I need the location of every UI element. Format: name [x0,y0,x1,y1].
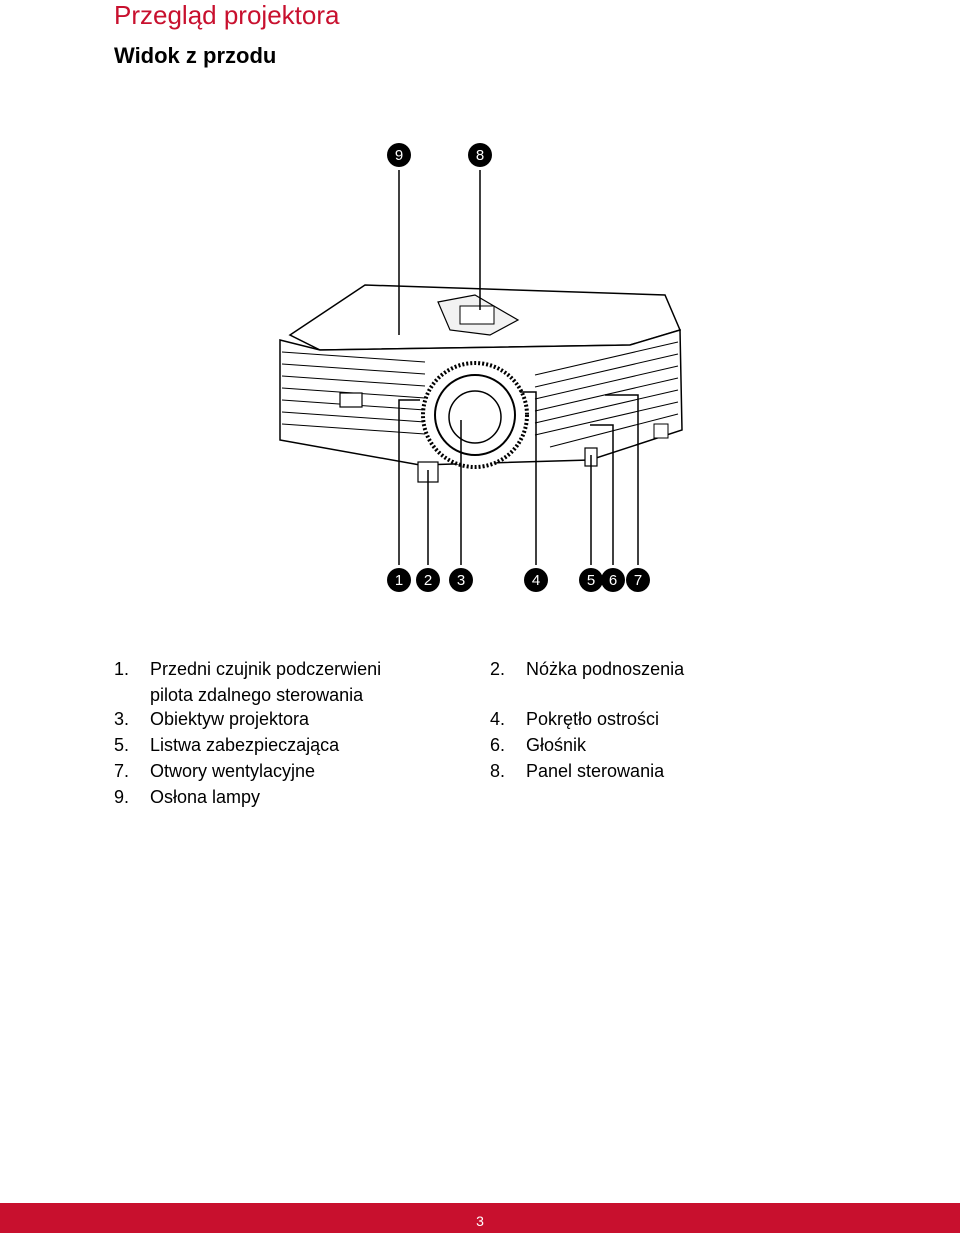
callout-4: 4 [524,568,548,592]
legend-text: Pokrętło ostrości [526,709,660,729]
footer-bar: 3 [0,1203,960,1233]
legend-number: 1. [114,659,130,679]
legend-text: Przedni czujnik podczerwieni [150,659,382,679]
callout-leader-lines [398,170,639,565]
legend-text: Listwa zabezpieczająca [150,735,340,755]
svg-text:1: 1 [395,572,403,589]
callout-9: 9 [387,143,411,167]
svg-text:3: 3 [457,572,465,589]
svg-text:4: 4 [532,572,540,589]
legend-item-9: 9. Osłona lampy [114,784,260,810]
callout-3: 3 [449,568,473,592]
svg-text:5: 5 [587,572,595,589]
legend-item-2: 2. Nóżka podnoszenia [490,656,684,682]
callout-7: 7 [626,568,650,592]
legend-number: 3. [114,709,130,729]
svg-text:7: 7 [634,572,642,589]
legend-number: 4. [490,709,506,729]
svg-text:6: 6 [609,572,617,589]
page-number: 3 [476,1213,484,1229]
legend-text: Otwory wentylacyjne [150,761,316,781]
ir-sensor-window [339,392,363,408]
callout-6: 6 [601,568,625,592]
legend-text: Panel sterowania [526,761,665,781]
section-subtitle: Widok z przodu [114,43,277,68]
legend-number: 2. [490,659,506,679]
legend-number: 6. [490,735,506,755]
svg-text:9: 9 [395,147,403,164]
legend-item-4: 4. Pokrętło ostrości [490,706,659,732]
lens-glass [448,390,502,444]
legend-text: Nóżka podnoszenia [526,659,685,679]
page-title: Przegląd projektora [114,0,340,30]
projector-front-view-figure: 9 8 1 2 3 4 5 6 [260,130,700,600]
legend-number: 5. [114,735,130,755]
svg-text:2: 2 [424,572,432,589]
legend-text: Obiektyw projektora [150,709,310,729]
legend-item-6: 6. Głośnik [490,732,586,758]
callout-5: 5 [579,568,603,592]
callout-2: 2 [416,568,440,592]
legend-number: 7. [114,761,130,781]
callout-1: 1 [387,568,411,592]
legend-number: 9. [114,787,130,807]
callout-8: 8 [468,143,492,167]
projector-illustration: 9 8 1 2 3 4 5 6 [279,143,683,592]
legend-number: 8. [490,761,506,781]
legend-item-3: 3. Obiektyw projektora [114,706,309,732]
legend-item-7: 7. Otwory wentylacyjne [114,758,315,784]
legend-text: Głośnik [526,735,587,755]
legend-item-5: 5. Listwa zabezpieczająca [114,732,339,758]
legend-item-8: 8. Panel sterowania [490,758,664,784]
legend-item-1: 1. Przedni czujnik podczerwieni pilota zda… [114,656,381,708]
svg-text:8: 8 [476,147,484,164]
legend-text: Osłona lampy [150,787,261,807]
legend-text-continued: pilota zdalnego sterowania [150,685,364,705]
